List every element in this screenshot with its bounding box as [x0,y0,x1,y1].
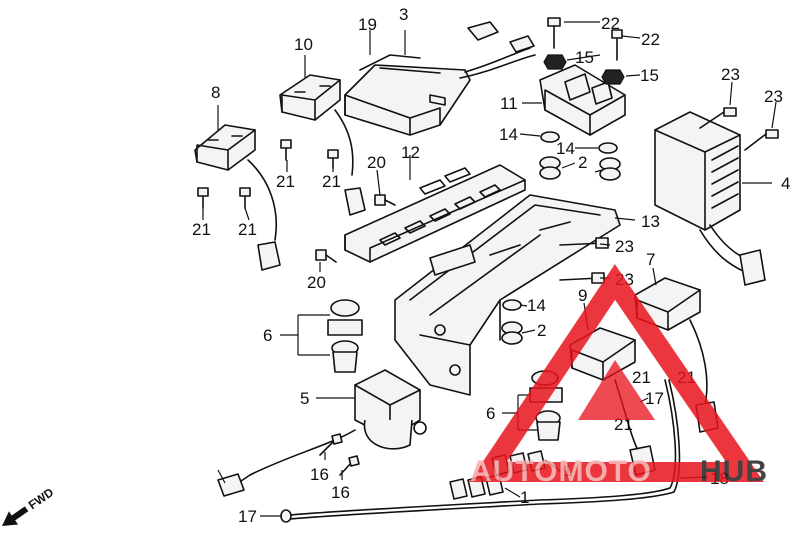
callout-4: 4 [781,174,790,193]
part-6-switch-left [327,299,363,373]
callout-23-d: 23 [764,87,783,106]
watermark-text-left: AUTOMOTO [470,455,652,488]
callout-numbers: 1 1 2 2 2 3 4 5 6 6 7 8 9 10 11 12 13 14… [192,5,790,526]
callout-8: 8 [211,83,220,102]
callout-13: 13 [641,212,660,231]
callout-2-upper-left: 2 [578,153,587,172]
watermark-text-right: HUB [700,455,768,488]
part-10-relay [279,74,366,216]
callout-21-b: 21 [322,172,341,191]
callout-14-lower: 14 [527,296,546,315]
callout-20-lower: 20 [307,273,326,292]
watermark-triangle [469,264,764,482]
callout-23-c: 23 [721,65,740,84]
watermark-logo: AUTOMOTO HUB [469,264,768,488]
leader-lines [202,21,777,517]
callout-17-right: 17 [645,389,664,408]
callout-22-lower: 22 [641,30,660,49]
callout-14-upper-left: 14 [499,125,518,144]
fwd-label: FWD [26,485,57,512]
callout-15-left: 15 [575,48,594,67]
part-4-regulator [654,111,766,286]
callout-14-upper-right: 14 [556,139,575,158]
callout-7: 7 [646,250,655,269]
callout-16-right: 16 [331,483,350,502]
callout-15-right: 15 [640,66,659,85]
callout-23-a: 23 [615,237,634,256]
callout-22-upper: 22 [601,14,620,33]
part-11-starter-relay [539,64,626,136]
callout-21-d: 21 [238,220,257,239]
callout-6-right: 6 [486,404,495,423]
callout-10: 10 [294,35,313,54]
fasteners [197,17,779,476]
callout-11: 11 [500,94,518,113]
part-5-sensor [217,369,427,497]
callout-20-upper: 20 [367,153,386,172]
callout-21-e: 21 [632,368,651,387]
callout-9: 9 [578,286,587,305]
callout-21-a: 21 [276,172,295,191]
fwd-arrow: FWD [2,485,57,526]
part-3-cdi-unit [344,21,536,136]
part-12-fuse-plate [344,164,526,263]
callout-5: 5 [300,389,309,408]
callout-1-lower: 1 [520,488,529,507]
callout-2-lower: 2 [537,321,546,340]
callout-3: 3 [399,5,408,24]
callout-21-c: 21 [192,220,211,239]
callout-6-left: 6 [263,326,272,345]
part-18-cable [280,379,681,523]
callout-16-left: 16 [310,465,329,484]
callout-19: 19 [358,15,377,34]
callout-12: 12 [401,143,420,162]
part-8-relay [194,124,281,271]
callout-17-left: 17 [238,507,257,526]
